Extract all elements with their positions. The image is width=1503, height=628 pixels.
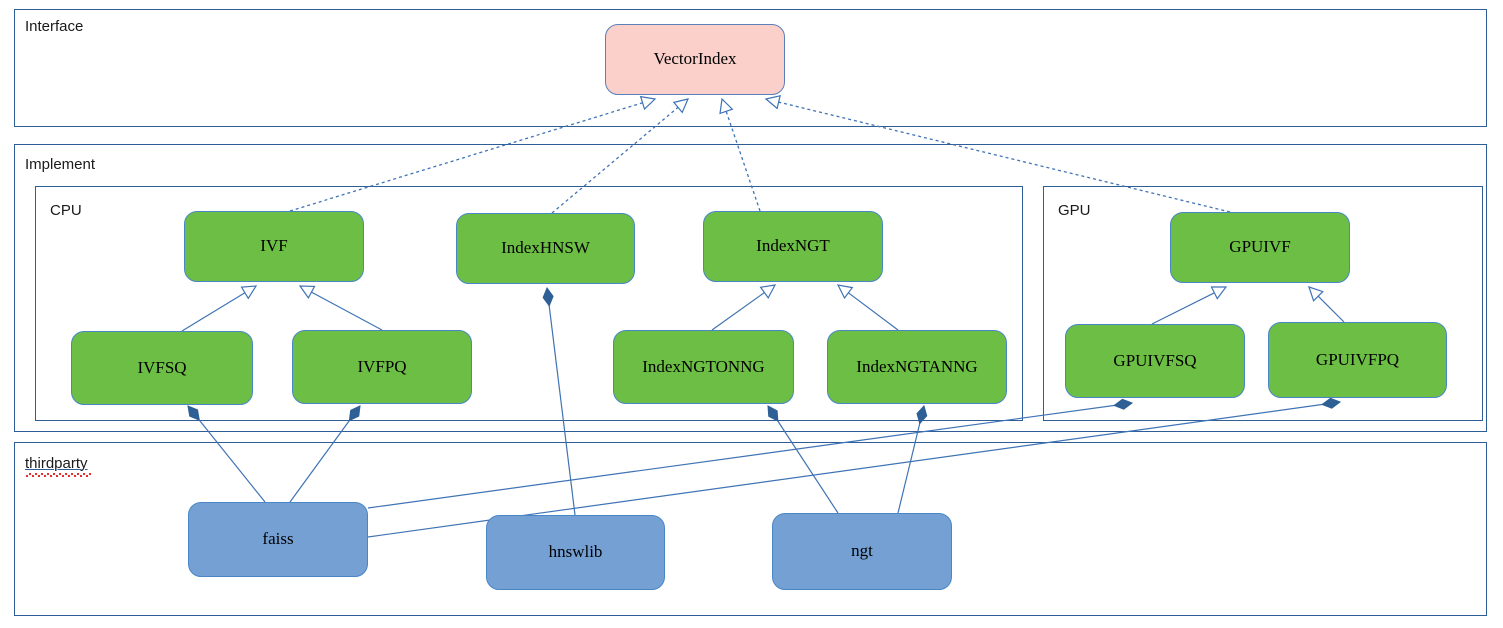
node-ivfsq[interactable]: IVFSQ xyxy=(71,331,253,405)
node-label-gpuivfsq: GPUIVFSQ xyxy=(1113,350,1197,370)
container-label-interface: Interface xyxy=(25,18,84,35)
node-ngt[interactable]: ngt xyxy=(772,513,952,590)
spellcheck-squiggle-thirdparty xyxy=(25,473,91,477)
node-label-ngt: ngt xyxy=(851,541,873,561)
node-label-indexngtanng: IndexNGTANNG xyxy=(856,356,978,376)
node-label-indexhnsw: IndexHNSW xyxy=(501,238,590,258)
node-faiss[interactable]: faiss xyxy=(188,502,368,577)
node-indexngtanng[interactable]: IndexNGTANNG xyxy=(827,330,1007,404)
node-label-indexngt: IndexNGT xyxy=(756,236,830,256)
node-label-hnswlib: hnswlib xyxy=(548,542,603,562)
node-gpuivf[interactable]: GPUIVF xyxy=(1170,212,1350,283)
node-ivf[interactable]: IVF xyxy=(184,211,364,282)
container-label-gpu: GPU xyxy=(1058,202,1091,219)
node-gpuivfsq[interactable]: GPUIVFSQ xyxy=(1065,324,1245,398)
node-indexngt[interactable]: IndexNGT xyxy=(703,211,883,282)
node-indexngtonng[interactable]: IndexNGTONNG xyxy=(613,330,794,404)
container-label-cpu: CPU xyxy=(50,202,82,219)
node-label-vectorindex: VectorIndex xyxy=(653,49,737,69)
node-label-ivf: IVF xyxy=(260,236,288,256)
container-label-thirdparty: thirdparty xyxy=(25,455,88,472)
node-hnswlib[interactable]: hnswlib xyxy=(486,515,665,590)
container-label-implement: Implement xyxy=(25,156,96,173)
node-label-ivfsq: IVFSQ xyxy=(137,357,187,377)
node-vectorindex[interactable]: VectorIndex xyxy=(605,24,785,95)
node-label-gpuivf: GPUIVF xyxy=(1229,237,1291,257)
node-label-ivfpq: IVFPQ xyxy=(357,356,407,376)
node-label-gpuivfpq: GPUIVFPQ xyxy=(1315,349,1400,369)
node-gpuivfpq[interactable]: GPUIVFPQ xyxy=(1268,322,1447,398)
node-ivfpq[interactable]: IVFPQ xyxy=(292,330,472,404)
node-indexhnsw[interactable]: IndexHNSW xyxy=(456,213,635,284)
node-label-faiss: faiss xyxy=(262,529,294,549)
node-label-indexngtonng: IndexNGTONNG xyxy=(642,356,765,376)
